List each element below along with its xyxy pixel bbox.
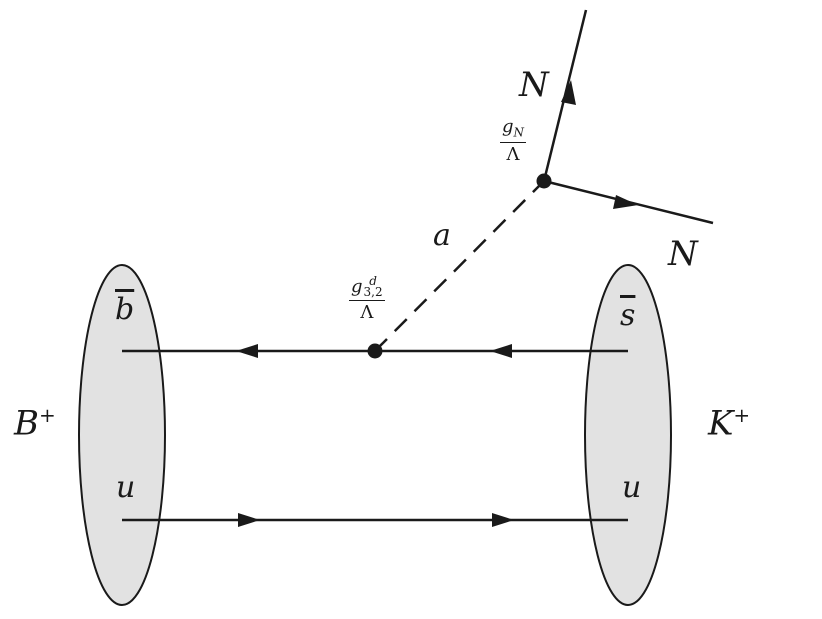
n-label-lower: N	[668, 234, 698, 274]
coupling-n-vertex: gN Λ	[500, 116, 527, 165]
coupling-n-denominator: Λ	[506, 143, 520, 165]
b-meson-symbol: B	[14, 403, 39, 444]
top-line-arrow-left	[236, 344, 258, 358]
coupling-n-numerator: gN	[500, 116, 527, 143]
n-line-upper-arrow	[561, 80, 576, 105]
quark-label-u-right: u	[622, 470, 642, 505]
quark-label-bbar: b	[115, 292, 135, 327]
quark-vertex	[367, 343, 383, 359]
k-meson-label: K+	[708, 403, 750, 443]
n-line-lower-arrow	[613, 195, 638, 209]
k-meson-symbol: K	[708, 403, 734, 444]
bottom-line-arrow-right	[492, 513, 514, 527]
b-meson-label: B+	[14, 403, 56, 443]
axion-propagator	[374, 180, 545, 352]
bottom-line-arrow-left	[238, 513, 260, 527]
coupling-quark-superscript: d	[369, 274, 377, 288]
coupling-quark-subscript: 3,2	[363, 285, 383, 299]
b-meson-charge: +	[39, 403, 56, 427]
quark-label-u-left: u	[116, 470, 136, 505]
coupling-quark-denominator: Λ	[360, 302, 374, 323]
propagator-label: a	[433, 218, 451, 253]
quark-label-sbar: s	[620, 298, 636, 333]
top-line-arrow-right	[490, 344, 512, 358]
n-label-upper: N	[519, 65, 549, 105]
k-meson-charge: +	[733, 403, 751, 427]
coupling-n-subscript: N	[513, 125, 525, 140]
n-vertex	[536, 173, 552, 189]
